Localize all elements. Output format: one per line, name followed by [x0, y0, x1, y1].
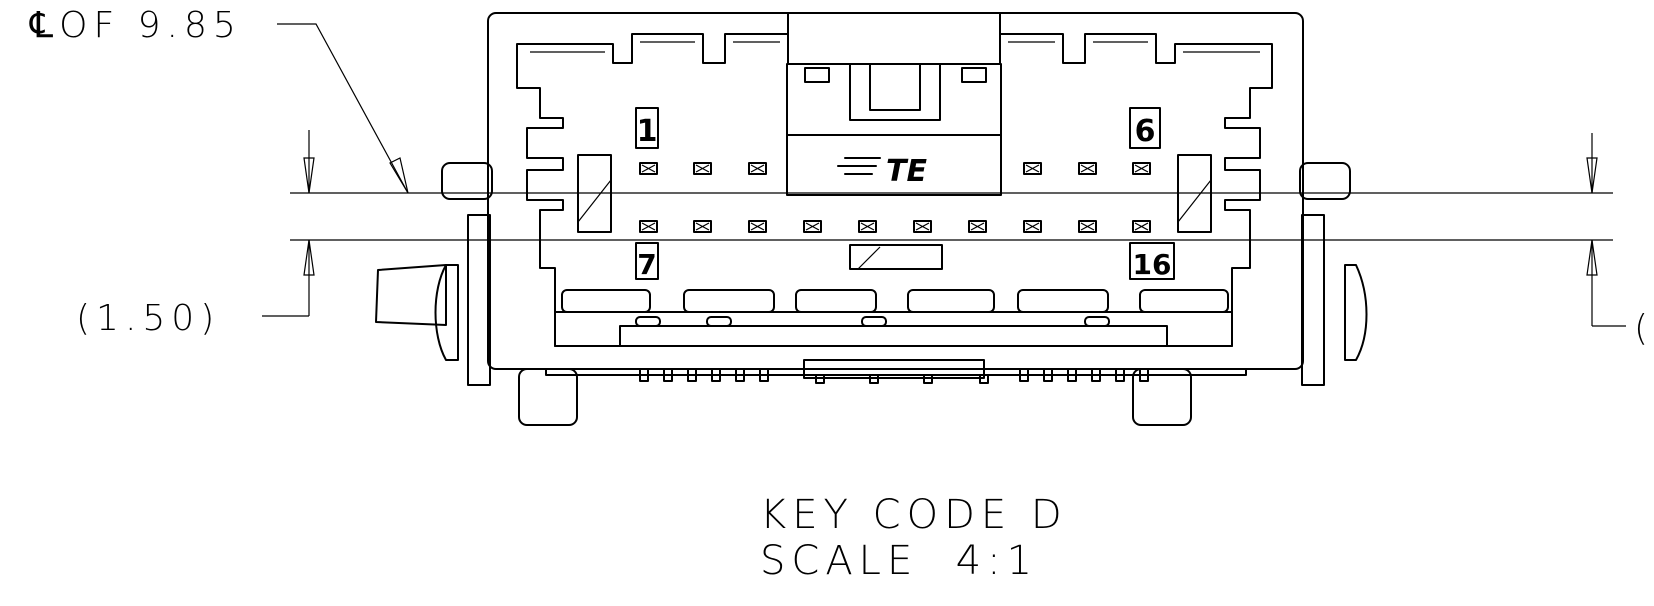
te-logo: TE	[837, 154, 927, 189]
contacts-row-top	[639, 162, 1151, 175]
scale-label: SCALE 4:1	[760, 538, 1038, 584]
view-title: KEY CODE D	[760, 492, 1068, 538]
svg-text:7: 7	[637, 248, 656, 281]
contacts-row-bottom	[639, 220, 1151, 233]
svg-text:TE: TE	[886, 154, 927, 189]
terminal-strip	[545, 359, 1247, 384]
key-slots	[577, 154, 1212, 270]
pin-number-16: 16	[1129, 242, 1175, 281]
svg-text:1: 1	[637, 114, 658, 149]
dimension-callout-right: (	[1634, 308, 1654, 349]
svg-text:6: 6	[1135, 114, 1156, 149]
pin-number-1: 1	[635, 107, 659, 149]
svg-text:16: 16	[1133, 248, 1172, 281]
dimension-callout: (1.50)	[76, 298, 220, 339]
pin-number-6: 6	[1129, 107, 1161, 149]
pin-number-7: 7	[635, 242, 659, 281]
dimension-lines	[262, 23, 1626, 327]
connector-body	[375, 12, 1368, 426]
latch-bumps	[554, 289, 1233, 347]
centerline-callout: ℄OF 9.85	[29, 5, 242, 46]
